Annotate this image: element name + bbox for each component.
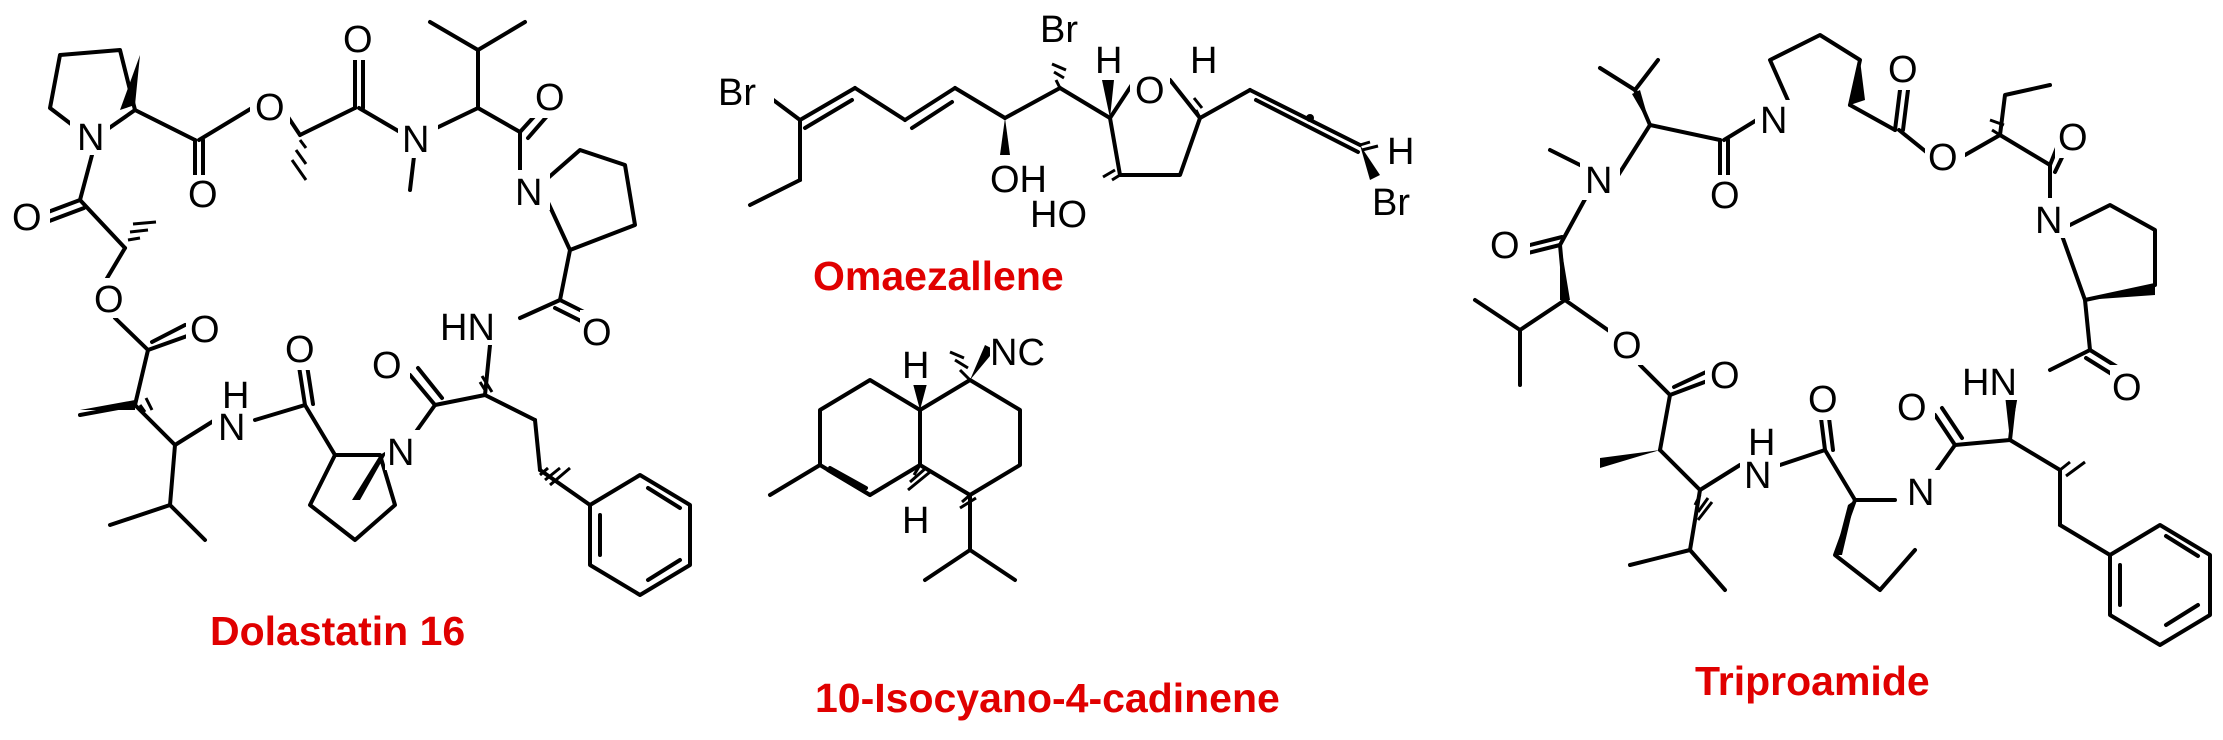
atom-h: H	[222, 375, 249, 417]
atom-n: N	[1760, 100, 1787, 142]
caption-triproamide: Triproamide	[1695, 658, 1930, 704]
atom-n: N	[515, 172, 542, 214]
atom-h: H	[1387, 131, 1414, 173]
atom-o: O	[1897, 387, 1927, 429]
atom-ho: HO	[1030, 194, 1087, 236]
atom-n: N	[1744, 455, 1771, 497]
atom-n: N	[218, 407, 245, 449]
atom-h: H	[902, 345, 929, 387]
atom-n: N	[1907, 472, 1934, 514]
atom-n: N	[2035, 200, 2062, 242]
atom-h: H	[1190, 40, 1217, 82]
atom-n: N	[77, 117, 104, 159]
atom-o: O	[255, 87, 285, 129]
atom-o: O	[535, 77, 565, 119]
atom-o: O	[1808, 379, 1838, 421]
atom-br: Br	[1040, 9, 1078, 51]
atom-br: Br	[1372, 182, 1410, 224]
atom-h: H	[902, 500, 929, 542]
structure-10-isocyano-4-cadinene: H NC H	[768, 330, 1050, 582]
caption-omaezallene: Omaezallene	[813, 253, 1064, 299]
atom-n: N	[402, 119, 429, 161]
atom-o: O	[1928, 137, 1958, 179]
caption-10-isocyano-4-cadinene: 10-Isocyano-4-cadinene	[815, 675, 1280, 721]
atom-n: N	[387, 432, 414, 474]
atom-o: O	[94, 279, 124, 321]
atom-o: O	[2058, 117, 2088, 159]
structure-omaezallene: Br Br H O H OH HO H Br	[718, 8, 1426, 236]
atom-h: H	[1095, 40, 1122, 82]
atom-o: O	[285, 329, 315, 371]
atom-br: Br	[718, 72, 756, 114]
atom-o: O	[1710, 175, 1740, 217]
caption-dolastatin-16: Dolastatin 16	[210, 608, 465, 654]
atom-h: H	[1748, 422, 1775, 464]
structure-triproamide: N O O O O N O O O N HN O O N O H N	[1473, 33, 2212, 647]
atom-o: O	[1888, 49, 1918, 91]
atom-o: O	[582, 312, 612, 354]
atom-o: O	[188, 174, 218, 216]
atom-o: O	[1710, 355, 1740, 397]
structure-dolastatin-16: N O O O O O N O N HN O O N O H N O	[10, 19, 692, 597]
atom-o: O	[1490, 225, 1520, 267]
atom-o: O	[372, 345, 402, 387]
atom-hn: HN	[1962, 362, 2017, 404]
atom-nc: NC	[990, 332, 1045, 374]
atom-o: O	[2112, 367, 2142, 409]
atom-n: N	[1585, 160, 1612, 202]
atom-o: O	[343, 19, 373, 61]
atom-hn: HN	[440, 307, 495, 349]
atom-o: O	[1612, 325, 1642, 367]
atom-o: O	[1135, 70, 1165, 112]
atom-o: O	[12, 197, 42, 239]
atom-o: O	[190, 309, 220, 351]
